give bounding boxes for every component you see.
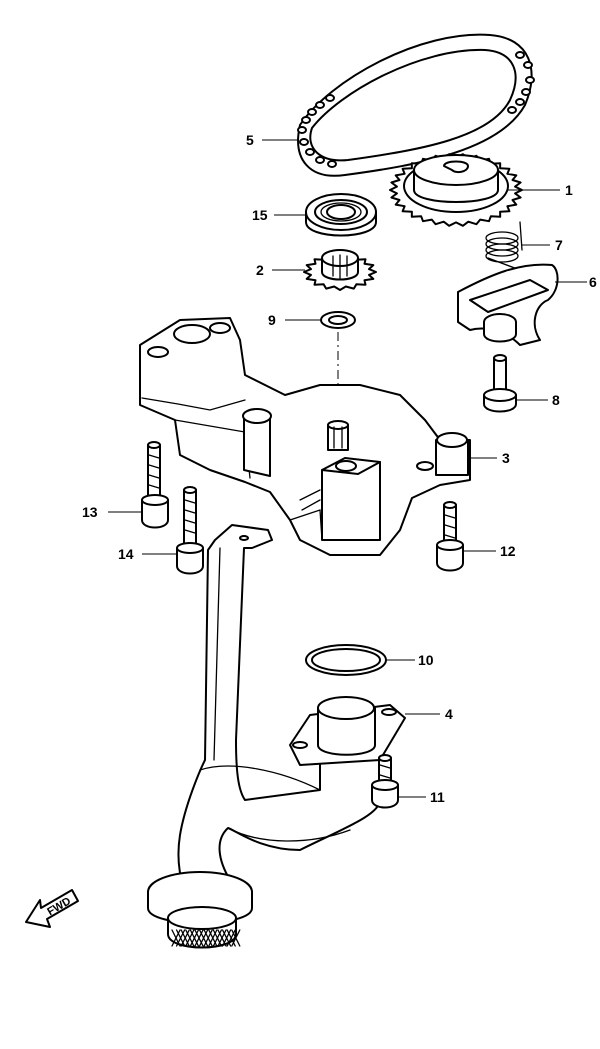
chain-link bbox=[507, 106, 517, 114]
knurl-line bbox=[208, 929, 218, 947]
tensioner-spring bbox=[485, 221, 523, 271]
pump-drive-sprocket bbox=[303, 249, 377, 291]
knurl-line bbox=[185, 929, 195, 947]
fwd-arrow-icon: FWD bbox=[25, 889, 79, 928]
callout-8: 8 bbox=[552, 392, 560, 408]
chain-link bbox=[521, 88, 531, 96]
oil-pump-body bbox=[139, 317, 471, 556]
chain-link bbox=[297, 126, 307, 134]
chain-link bbox=[515, 98, 525, 106]
chain-link bbox=[525, 76, 535, 84]
fwd-label: FWD bbox=[45, 895, 73, 918]
knurl-line bbox=[212, 929, 223, 947]
o-ring bbox=[305, 644, 387, 676]
chain-link bbox=[299, 138, 309, 146]
knurl-line bbox=[217, 929, 227, 947]
knurl-line bbox=[231, 929, 241, 947]
knurl-line bbox=[221, 929, 232, 947]
knurl-line bbox=[198, 929, 209, 947]
chain-link bbox=[325, 94, 335, 102]
leader-lines bbox=[108, 139, 587, 798]
chain-links bbox=[297, 51, 535, 168]
chain-link bbox=[515, 51, 525, 59]
callout-10: 10 bbox=[418, 652, 434, 668]
chain-link bbox=[305, 148, 315, 156]
washer bbox=[320, 311, 356, 329]
strainer-bolt bbox=[371, 754, 399, 809]
tensioner-bolt bbox=[483, 354, 517, 413]
callout-4: 4 bbox=[445, 706, 453, 722]
knurl-line bbox=[203, 929, 213, 947]
bearing bbox=[305, 193, 377, 237]
knurl-line bbox=[171, 929, 181, 947]
chain-tensioner bbox=[457, 263, 559, 346]
chain-link bbox=[301, 116, 311, 124]
callout-2: 2 bbox=[256, 262, 264, 278]
callout-6: 6 bbox=[589, 274, 597, 290]
chain-link bbox=[327, 160, 337, 168]
knurled-strainer-base bbox=[171, 929, 241, 947]
knurl-line bbox=[180, 929, 190, 947]
knurl-line bbox=[226, 929, 236, 947]
callout-15: 15 bbox=[252, 207, 268, 223]
callout-12: 12 bbox=[500, 543, 516, 559]
timing-chain bbox=[297, 33, 535, 177]
callout-13: 13 bbox=[82, 504, 98, 520]
pump-bolt-14 bbox=[176, 486, 204, 575]
pump-bolt-12 bbox=[436, 501, 464, 572]
knurl-line bbox=[175, 929, 186, 947]
pump-bolt-13 bbox=[141, 441, 169, 529]
callout-11: 11 bbox=[430, 789, 445, 805]
callout-1: 1 bbox=[565, 182, 573, 198]
knurl-line bbox=[194, 929, 204, 947]
knurl-line bbox=[189, 929, 200, 947]
oil-strainer bbox=[147, 524, 406, 949]
callout-3: 3 bbox=[502, 450, 510, 466]
callout-14: 14 bbox=[118, 546, 134, 562]
chain-link bbox=[307, 108, 317, 116]
callout-labels: 1 2 3 4 5 6 7 8 9 10 11 12 13 14 15 bbox=[82, 132, 597, 805]
callout-9: 9 bbox=[268, 312, 276, 328]
chain-link bbox=[315, 101, 325, 109]
callout-7: 7 bbox=[555, 237, 563, 253]
callout-5: 5 bbox=[246, 132, 254, 148]
chain-link bbox=[523, 61, 533, 69]
cam-sprocket bbox=[389, 153, 523, 227]
chain-link bbox=[315, 156, 325, 164]
